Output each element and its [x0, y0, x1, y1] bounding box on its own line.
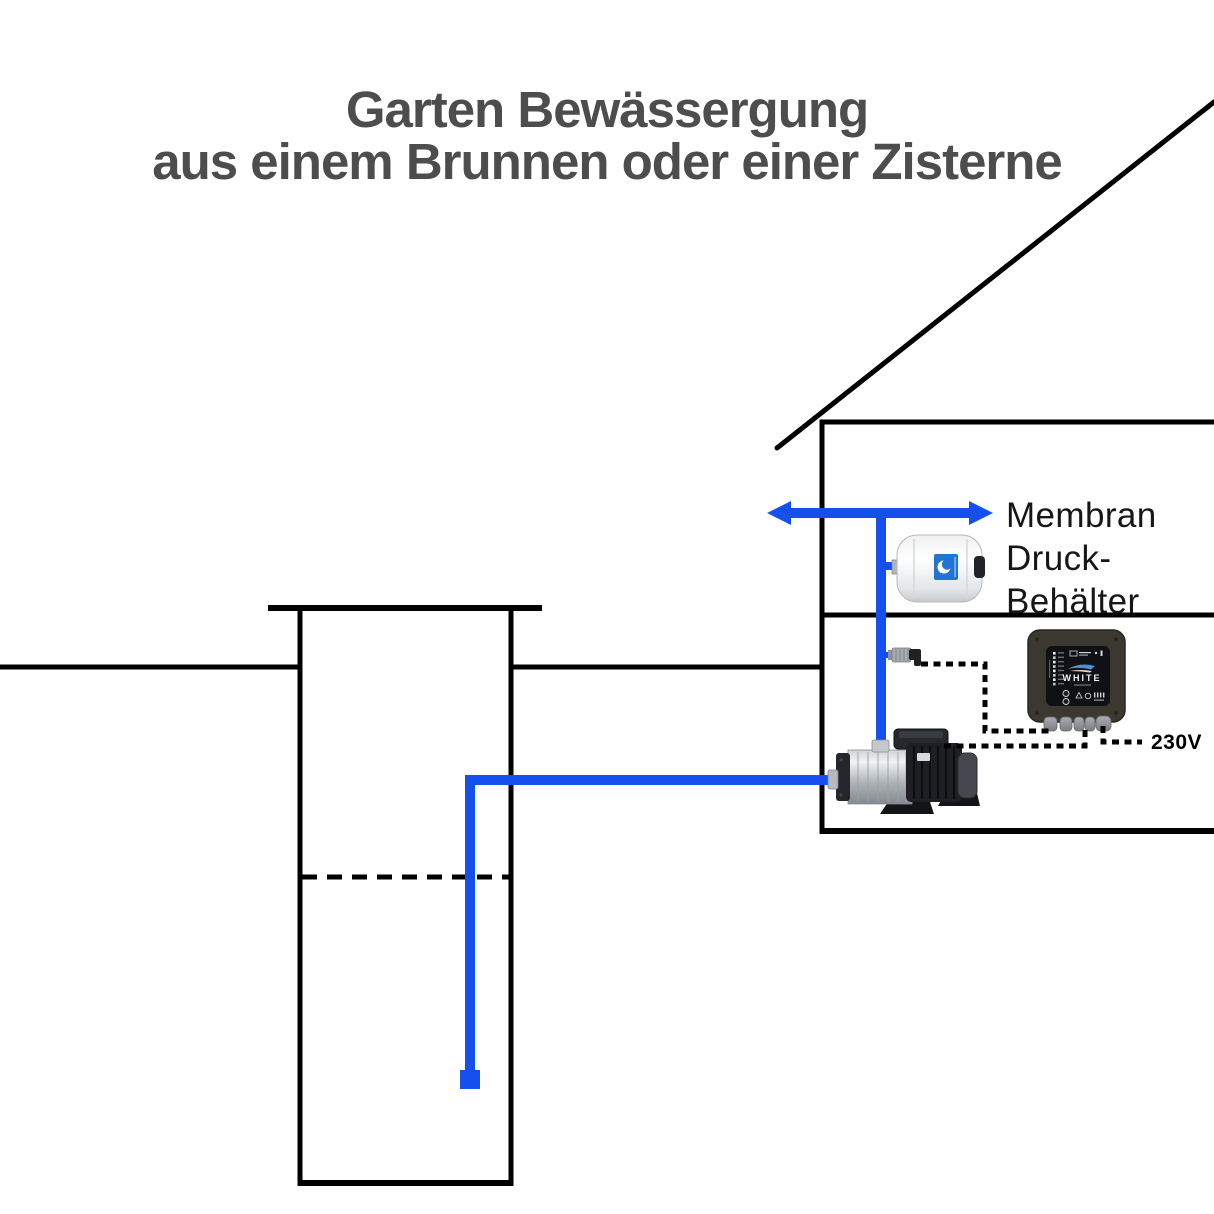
- warning-triangle-icon: [1075, 691, 1083, 699]
- pressure-sensor: [888, 647, 921, 666]
- tank-label: Membran Druck- Behälter: [1006, 494, 1157, 623]
- arrow-head-right: [969, 501, 993, 525]
- electrical-wires: [921, 661, 1142, 749]
- controller-screw-bl: [1035, 711, 1039, 715]
- pump-image: [827, 728, 980, 814]
- controller-led-column: [1049, 652, 1064, 686]
- power-button-icon: [1084, 692, 1092, 700]
- pump-inlet-port: [827, 769, 839, 790]
- suction-pipe-line: [465, 775, 838, 1072]
- tank-air-valve-cap: [974, 556, 985, 578]
- brand-swoosh-icon: [1068, 664, 1095, 670]
- sensor-threads: [895, 649, 909, 661]
- sensor-to-controller-wire: [921, 661, 1052, 734]
- pump-rear-cap: [957, 752, 978, 799]
- brand-subtext-line: [1074, 684, 1091, 686]
- pump-top-port: [871, 739, 890, 753]
- controller-buttons: [1062, 690, 1105, 705]
- diagram-title: Garten Bewässergung aus einem Brunnen od…: [0, 84, 1214, 188]
- status-dot-icon: [1094, 651, 1098, 655]
- controller-brand-logo: WHITE: [1063, 664, 1102, 686]
- tank-label-line-1: Membran: [1006, 496, 1157, 535]
- controller-screw-tr: [1114, 637, 1118, 641]
- controller-cable-glands: [1043, 715, 1112, 732]
- pressure-tank-image: [891, 534, 985, 603]
- pump-motor-label: [917, 753, 930, 761]
- mains-supply-wire: [1100, 726, 1142, 745]
- sensor-elbow-vertical: [914, 655, 921, 666]
- tank-label-line-2: Druck-: [1006, 539, 1112, 578]
- controller-button-top: [1062, 690, 1070, 697]
- brand-swoosh-underline: [1070, 670, 1092, 673]
- distribution-arrow: [767, 501, 993, 525]
- tank-label-line-3: Behälter: [1006, 582, 1140, 621]
- well-structure: [268, 605, 542, 1186]
- title-line-2: aus einem Brunnen oder einer Zisterne: [152, 133, 1063, 190]
- title-line-1: Garten Bewässergung: [345, 81, 869, 138]
- pressure-pipe: [876, 515, 894, 747]
- controller-button-bottom: [1062, 698, 1070, 705]
- controller-brand-text: WHITE: [1063, 673, 1102, 683]
- controller-top-logo: [1069, 650, 1103, 657]
- water-drop-icon-cut: [941, 559, 953, 570]
- bluetooth-icon: [1100, 650, 1103, 656]
- tank-brand-label: [934, 554, 958, 580]
- pump-foot-front: [880, 802, 934, 814]
- water-drop-icon-dot: [939, 569, 944, 573]
- pump-flange-bolt-bottom: [839, 793, 843, 797]
- pump-flange-bolt-top: [839, 758, 843, 762]
- suction-pipe: [460, 775, 838, 1089]
- pump-to-controller-wire: [944, 727, 1088, 749]
- tank-label-side-text: [954, 557, 956, 577]
- controller-image: WHITE: [1027, 629, 1126, 732]
- roof-line: [774, 99, 1214, 451]
- controller-screw-tl: [1035, 637, 1039, 641]
- sensor-nut: [888, 650, 893, 660]
- pump-inlet-flange: [836, 753, 850, 801]
- voltage-label: 230V: [1151, 731, 1203, 754]
- controller-screw-br: [1114, 711, 1118, 715]
- pump-terminal-box-top: [899, 731, 943, 738]
- arrow-head-left: [767, 501, 791, 525]
- foot-valve-square: [460, 1070, 480, 1089]
- house-outline: [774, 99, 1214, 834]
